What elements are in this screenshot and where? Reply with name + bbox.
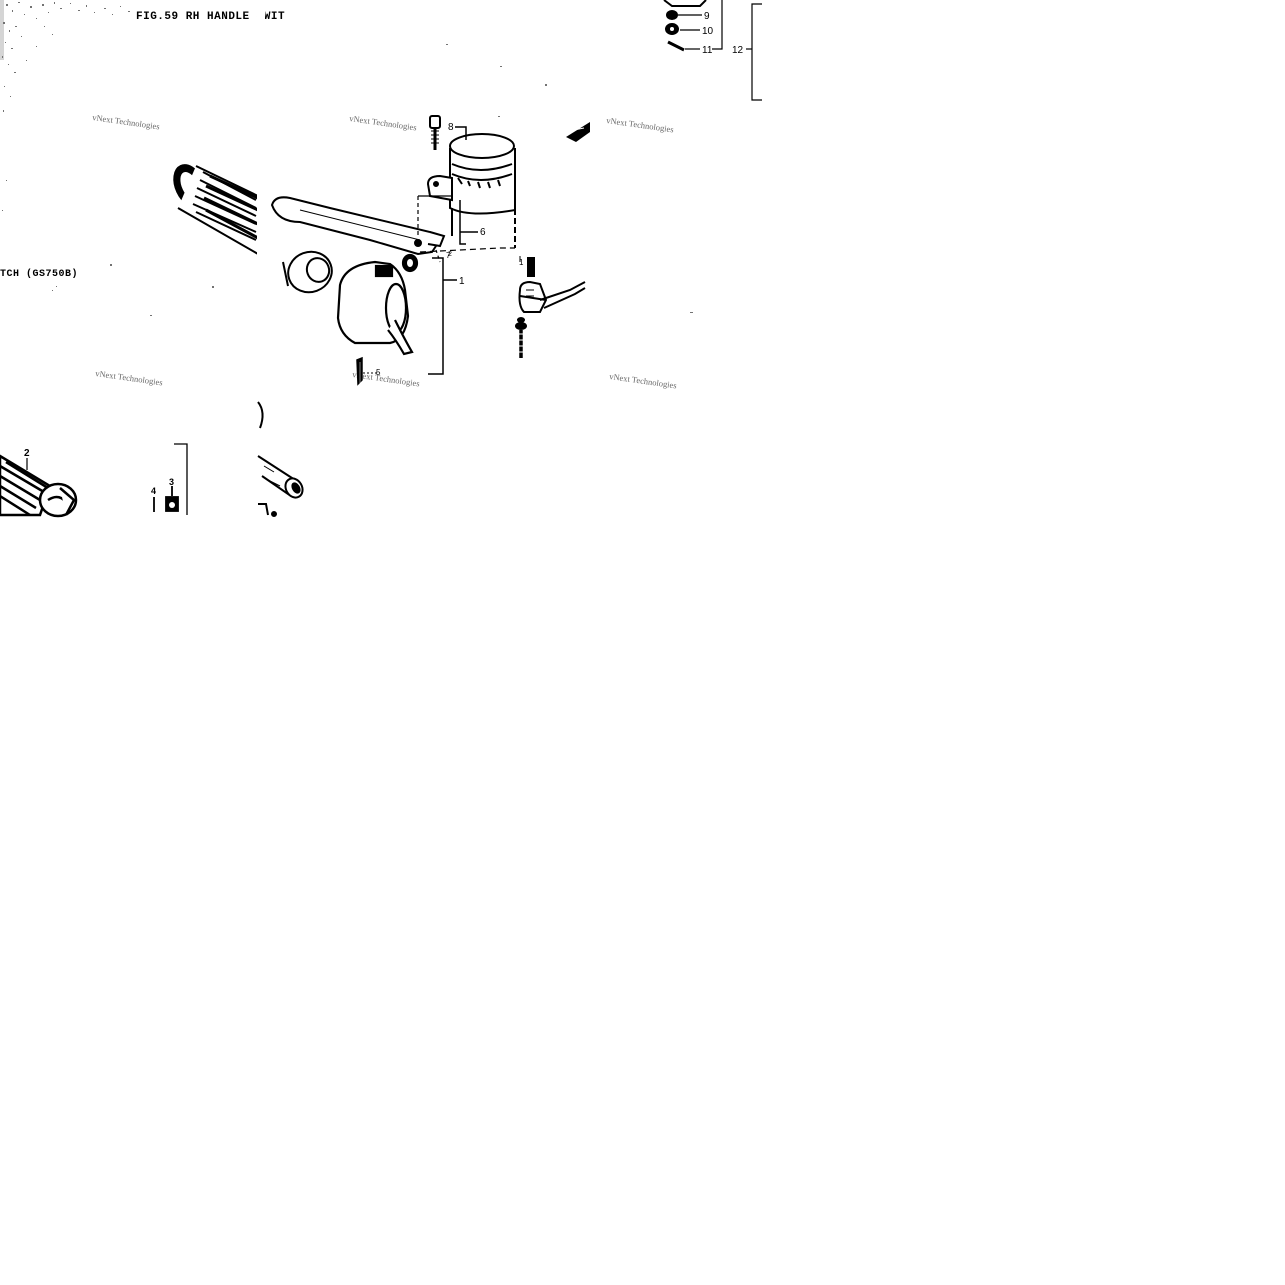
bracket-part-1 bbox=[428, 257, 457, 375]
master-cylinder bbox=[426, 133, 516, 248]
watermark: vNext Technologies bbox=[92, 112, 161, 131]
callout-2: 2 bbox=[24, 448, 30, 459]
scan-noise bbox=[0, 0, 693, 316]
callout-2b: 2 bbox=[448, 251, 452, 258]
brake-light-switch bbox=[515, 257, 586, 358]
reservoir-bolt bbox=[429, 115, 441, 150]
watermark: vNext Technologies bbox=[95, 368, 164, 387]
callout-3: 3 bbox=[169, 477, 174, 487]
grip-end-cap bbox=[282, 250, 333, 294]
figure-subtitle-fragment: TCH (GS750B) bbox=[0, 268, 78, 280]
switch-housing bbox=[336, 253, 419, 356]
watermark: vNext Technologies bbox=[606, 115, 675, 134]
callout-6: 6 bbox=[480, 227, 486, 238]
bracket-part-lower bbox=[174, 443, 188, 515]
bracket-part-8 bbox=[455, 126, 467, 140]
figure-title: FIG.59 RH HANDLE SWIT bbox=[136, 11, 285, 23]
front-arrow-icon bbox=[566, 122, 590, 142]
callout-8: 8 bbox=[448, 122, 454, 133]
handlebar-grip-lower bbox=[0, 454, 78, 518]
callout-9: 9 bbox=[704, 11, 710, 22]
hardware-stack bbox=[663, 0, 707, 52]
callout-4: 4 bbox=[151, 486, 156, 496]
callout-1: 1 bbox=[459, 276, 465, 287]
watermark: vNext Technologies bbox=[349, 113, 418, 132]
throttle-tube-fragment bbox=[257, 401, 304, 517]
leader-lines-right bbox=[678, 0, 762, 101]
bracket-part-6 bbox=[459, 200, 478, 245]
brake-lever bbox=[270, 196, 446, 256]
hardware-small-lower bbox=[153, 486, 179, 512]
callout-10: 10 bbox=[702, 26, 714, 37]
switch-screw bbox=[356, 356, 363, 386]
callout-1b: 1 bbox=[519, 258, 524, 267]
assembly-lines bbox=[417, 195, 515, 263]
callout-12: 12 bbox=[732, 45, 744, 56]
panel-gap bbox=[257, 0, 265, 520]
watermark: vNext Technologies bbox=[609, 371, 678, 390]
watermarks: vNext Technologies vNext Technologies vN… bbox=[92, 112, 678, 390]
callout-7: 7 bbox=[446, 251, 451, 260]
callout-11: 11 bbox=[702, 45, 713, 56]
callout-5: 5 bbox=[376, 368, 381, 377]
handlebar-grip-upper bbox=[173, 164, 259, 256]
